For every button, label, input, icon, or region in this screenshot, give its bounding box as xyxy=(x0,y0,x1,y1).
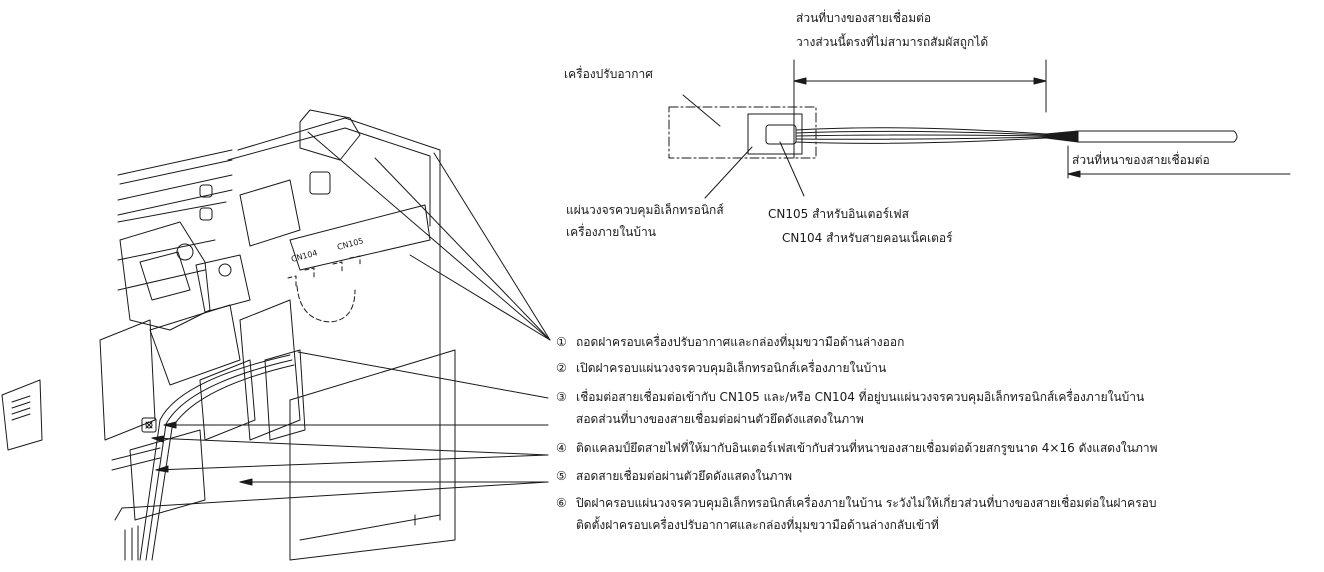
step-4: ④ ติดแคลมป์ยึดสายไฟที่ให้มากับอินเตอร์เฟส… xyxy=(556,440,1158,456)
step-leader-lines xyxy=(114,131,551,521)
leader-3 xyxy=(297,351,549,399)
thin-part-title: ส่วนที่บางของสายเชื่อมต่อ xyxy=(796,11,932,25)
step-number: ① xyxy=(556,335,567,349)
step-text-continued: ติดตั้งฝาครอบเครื่องปรับอากาศและกล่องที่… xyxy=(576,518,939,532)
leader-arrow-5b xyxy=(155,465,169,473)
connector-cn104-label: CN104 xyxy=(290,248,318,264)
leader-1a xyxy=(433,152,551,341)
step-6: ⑥ ปิดฝาครอบแผ่นวงจรควบคุมอิเล็กทรอนิกส์เค… xyxy=(556,495,1156,533)
leader-6c xyxy=(114,507,123,521)
leader-2a xyxy=(307,131,551,341)
leader-arrow-6 xyxy=(239,478,253,486)
step-number: ⑤ xyxy=(556,469,567,483)
cn104-label: CN104 สำหรับสายคอนเน็คเตอร์ xyxy=(782,231,953,245)
cable-taper xyxy=(1045,130,1079,143)
leader-6b xyxy=(121,481,549,509)
step-number: ② xyxy=(556,361,567,375)
pcb-box xyxy=(747,113,803,155)
step-5: ⑤ สอดสายเชื่อมต่อผ่านตัวยึดดังแสดงในภาพ xyxy=(556,468,792,484)
dim-arrow-head-left xyxy=(793,77,807,85)
pcb-label-line1: แผ่นวงจรควบคุมอิเล็กทรอนิกส์ xyxy=(566,203,724,217)
thick-part-arrow-head xyxy=(1067,170,1081,178)
air-conditioner-label: เครื่องปรับอากาศ xyxy=(564,67,653,81)
step-text: ถอดฝาครอบเครื่องปรับอากาศและกล่องที่มุมข… xyxy=(576,335,905,349)
leader-2b xyxy=(374,157,551,341)
step-1: ① ถอดฝาครอบเครื่องปรับอากาศและกล่องที่มุม… xyxy=(556,334,904,350)
thick-cable xyxy=(1077,130,1238,143)
step-text: สอดสายเชื่อมต่อผ่านตัวยึดดังแสดงในภาพ xyxy=(576,469,793,483)
thin-part-note: วางส่วนนี้ตรงที่ไม่สามารถสัมผัสถูกได้ xyxy=(796,35,989,49)
leader-1b xyxy=(409,254,551,341)
connector-cn105-label: CN105 xyxy=(336,236,364,252)
leader-5b xyxy=(155,454,549,471)
step-number: ④ xyxy=(556,441,567,455)
indoor-unit-illustration: CN104 CN105 xyxy=(1,109,456,561)
step-text: ปิดฝาครอบแผ่นวงจรควบคุมอิเล็กทรอนิกส์เคร… xyxy=(576,496,1157,510)
step-text: เชื่อมต่อสายเชื่อมต่อเข้ากับ CN105 และ/ห… xyxy=(576,390,1145,404)
connector-box xyxy=(765,124,797,145)
step-text-continued: สอดส่วนที่บางของสายเชื่อมต่อผ่านตัวยึดดั… xyxy=(576,412,864,426)
thin-cable xyxy=(795,127,1047,144)
connector-pointer xyxy=(779,141,805,197)
step-number: ⑥ xyxy=(556,496,567,510)
pcb-label-line2: เครื่องภายในบ้าน xyxy=(566,225,656,239)
step-text: ติดแคลมป์ยึดสายไฟที่ให้มากับอินเตอร์เฟสเ… xyxy=(576,441,1158,455)
step-2: ② เปิดฝาครอบแผ่นวงจรควบคุมอิเล็กทรอนิกส์เ… xyxy=(556,360,886,376)
step-text: เปิดฝาครอบแผ่นวงจรควบคุมอิเล็กทรอนิกส์เค… xyxy=(576,361,887,375)
leader-arrow-5a xyxy=(151,435,165,443)
connector-schematic xyxy=(668,59,1291,199)
thick-part-label: ส่วนที่หนาของสายเชื่อมต่อ xyxy=(1072,153,1210,167)
pcb-pointer xyxy=(704,146,753,199)
step-3: ③ เชื่อมต่อสายเชื่อมต่อเข้ากับ CN105 และ/… xyxy=(556,389,1144,427)
cn105-label: CN105 สำหรับอินเตอร์เฟส xyxy=(768,207,909,221)
step-number: ③ xyxy=(556,390,567,404)
air-conditioner-pointer xyxy=(682,94,721,127)
leader-arrow-4 xyxy=(163,421,177,429)
leader-5a xyxy=(151,437,549,456)
dim-arrow-head-right xyxy=(1033,77,1047,85)
